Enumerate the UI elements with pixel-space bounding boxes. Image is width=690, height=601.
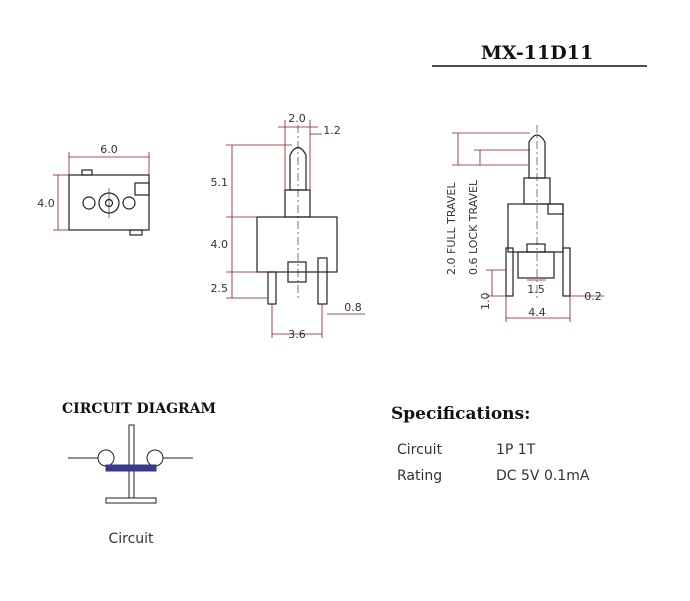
front-center-window bbox=[287, 261, 307, 283]
top-view-hole-right bbox=[122, 196, 136, 210]
spec-rating-value: DC 5V 0.1mA bbox=[496, 468, 590, 484]
circuit-caption: Circuit bbox=[108, 531, 154, 547]
front-plunger-height-label: 5.1 bbox=[211, 176, 229, 189]
side-pin-offset-label: 1.0 bbox=[479, 293, 492, 311]
front-plunger-tip bbox=[289, 146, 307, 191]
top-view-notch-top bbox=[81, 169, 93, 176]
top-view-width-label: 6.0 bbox=[100, 143, 118, 156]
side-pin-right bbox=[562, 247, 571, 297]
specifications-title: Specifications: bbox=[391, 404, 530, 424]
side-lock-travel-label: 0.6 LOCK TRAVEL bbox=[467, 179, 480, 275]
side-contact-window bbox=[526, 243, 546, 253]
front-pin-width-label: 0.8 bbox=[344, 301, 362, 314]
front-pin-pitch-label: 3.6 bbox=[288, 328, 306, 341]
side-body-width-label: 4.4 bbox=[528, 306, 546, 319]
side-lower-body bbox=[517, 251, 555, 279]
front-pin-left bbox=[267, 271, 277, 305]
part-number-header: MX-11D11 bbox=[432, 42, 647, 67]
side-tab-right bbox=[547, 203, 564, 215]
front-plunger-stem bbox=[284, 189, 311, 218]
front-body bbox=[256, 216, 338, 273]
side-view bbox=[505, 125, 571, 300]
spec-rating-label: Rating bbox=[397, 468, 442, 484]
side-pin-spacing-label: 1.5 bbox=[527, 283, 545, 296]
top-view-body bbox=[68, 174, 150, 231]
side-plunger-tip bbox=[528, 134, 546, 179]
circuit-plunger-shaft bbox=[128, 424, 135, 499]
top-view bbox=[68, 169, 150, 236]
circuit-diagram-title: CIRCUIT DIAGRAM bbox=[62, 401, 216, 417]
circuit-symbol bbox=[68, 424, 193, 504]
spec-circuit-label: Circuit bbox=[397, 442, 443, 458]
front-pin-right bbox=[317, 257, 328, 305]
side-pin-thickness-label: 0.2 bbox=[584, 290, 602, 303]
top-view-dimensions bbox=[53, 152, 150, 231]
front-body-height-label: 4.0 bbox=[211, 238, 229, 251]
circuit-contact-bar bbox=[105, 464, 157, 472]
top-view-hole-left bbox=[82, 196, 96, 210]
side-view-dimensions bbox=[452, 132, 604, 322]
circuit-plunger-base bbox=[105, 497, 157, 504]
spec-circuit-value: 1P 1T bbox=[496, 442, 536, 458]
side-full-travel-label: 2.0 FULL TRAVEL bbox=[445, 182, 458, 275]
front-view-dimensions bbox=[226, 120, 365, 338]
part-number-title: MX-11D11 bbox=[481, 42, 593, 64]
circuit-contact-left bbox=[97, 449, 115, 467]
circuit-contact-right bbox=[146, 449, 164, 467]
top-view-notch-bottom bbox=[129, 229, 143, 236]
side-pin-left bbox=[505, 247, 514, 297]
side-body bbox=[507, 203, 564, 253]
top-view-side-tab bbox=[134, 182, 150, 196]
front-pin-height-label: 2.5 bbox=[211, 282, 229, 295]
front-view bbox=[256, 125, 338, 305]
front-plunger-offset-label: 1.2 bbox=[323, 124, 341, 137]
front-plunger-width-label: 2.0 bbox=[288, 112, 306, 125]
top-view-height-label: 4.0 bbox=[37, 197, 55, 210]
